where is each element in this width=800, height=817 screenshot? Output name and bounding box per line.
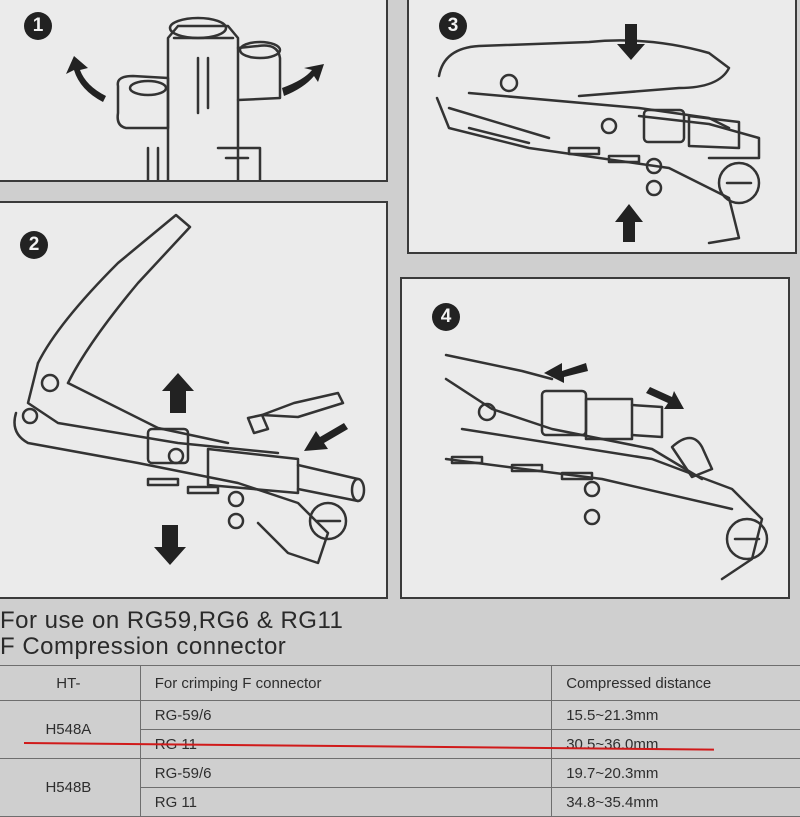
step-number-3: 3 bbox=[439, 12, 467, 40]
cable-cell: RG-59/6 bbox=[139, 758, 553, 788]
table-row: H548B RG-59/6 19.7~20.3mm bbox=[0, 758, 800, 817]
distance-cell: 15.5~21.3mm bbox=[551, 700, 800, 730]
spec-table: HT- For crimping F connector Compressed … bbox=[0, 665, 800, 817]
distance-cell: 19.7~20.3mm bbox=[551, 758, 800, 788]
header-distance: Compressed distance bbox=[551, 665, 800, 701]
distance-cell: 34.8~35.4mm bbox=[551, 787, 800, 817]
model-cell: H548A bbox=[0, 700, 141, 759]
cable-cell: RG 11 bbox=[139, 787, 553, 817]
tool-drawing-step-2 bbox=[13, 213, 366, 565]
instruction-panel-4: 4 bbox=[400, 277, 790, 599]
step-number-1: 1 bbox=[24, 12, 52, 40]
caption-line-1: For use on RG59,RG6 & RG11 bbox=[0, 607, 344, 634]
table-header-row: HT- For crimping F connector Compressed … bbox=[0, 665, 800, 701]
caption-line-2: F Compression connector bbox=[0, 633, 287, 660]
instruction-panel-3: 3 bbox=[407, 0, 797, 254]
header-connector: For crimping F connector bbox=[139, 665, 553, 701]
table-row: H548A RG-59/6 15.5~21.3mm bbox=[0, 700, 800, 759]
step-number-2: 2 bbox=[20, 231, 48, 259]
tool-drawing-step-4 bbox=[444, 353, 769, 581]
instruction-panel-1: 1 bbox=[0, 0, 388, 182]
tool-drawing-step-1 bbox=[66, 16, 324, 180]
header-model: HT- bbox=[0, 665, 141, 701]
distance-cell: 30.5~36.0mm bbox=[551, 729, 800, 759]
tool-drawing-step-3 bbox=[435, 24, 761, 245]
cable-cell: RG-59/6 bbox=[139, 700, 553, 730]
instruction-panel-2: 2 bbox=[0, 201, 388, 599]
step-number-4: 4 bbox=[432, 303, 460, 331]
model-cell: H548B bbox=[0, 758, 141, 817]
